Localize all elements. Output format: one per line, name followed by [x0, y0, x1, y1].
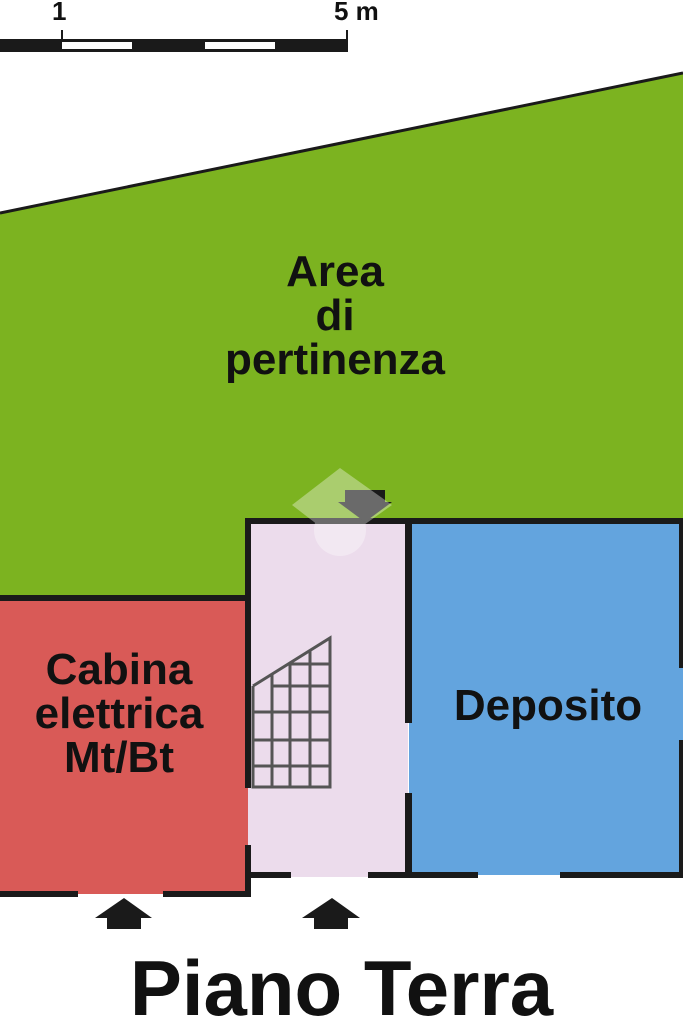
entrance-arrow-icon — [302, 898, 360, 929]
storage-room — [409, 524, 683, 875]
cabin-room — [0, 598, 248, 894]
cabin-label-line: elettrica — [34, 689, 204, 738]
storage-room-label: Deposito — [453, 681, 643, 730]
garden-label-line: di — [315, 291, 355, 340]
boundary-line — [0, 71, 683, 215]
walls — [0, 518, 683, 897]
garden-area-label: Area di pertinenza — [190, 250, 480, 382]
cabin-room-label: Cabina elettrica Mt/Bt — [0, 648, 238, 780]
scale-bar-segment — [205, 42, 275, 49]
garden-label-line: Area — [286, 247, 384, 296]
stair-room — [248, 520, 408, 877]
cabin-label-line: Mt/Bt — [64, 733, 174, 782]
scale-tick — [346, 30, 348, 40]
scale-bar — [0, 30, 348, 52]
scale-bar-segment — [62, 42, 132, 49]
staircase — [251, 635, 332, 789]
cabin-label-line: Cabina — [45, 645, 193, 694]
entrance-arrow-icon — [95, 898, 152, 929]
stair-direction-arrow-icon — [338, 490, 392, 522]
watermark-logo — [292, 468, 392, 556]
scale-start-label: 1 — [52, 0, 67, 26]
garden-area — [0, 73, 683, 598]
scale-tick — [61, 30, 63, 40]
garden-label-line: pertinenza — [224, 335, 446, 384]
scale-end-label: 5 m — [334, 0, 379, 26]
floor-title: Piano Terra — [129, 944, 554, 1032]
